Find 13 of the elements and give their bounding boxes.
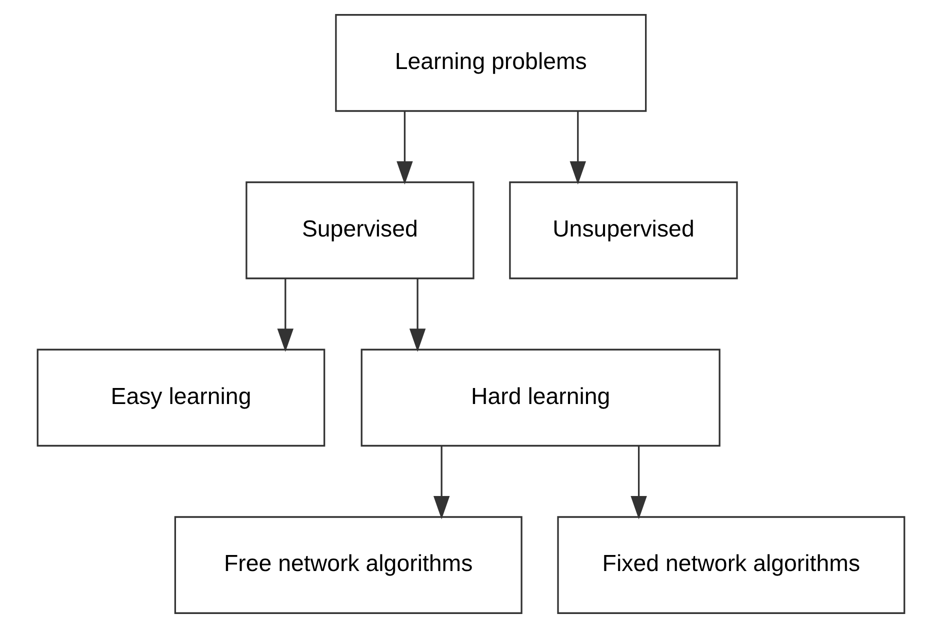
arrow [433, 446, 450, 520]
node-box: Easy learning [36, 348, 326, 447]
node-box: Learning problems [335, 14, 647, 112]
node-box: Hard learning [360, 348, 720, 447]
arrow [396, 111, 413, 184]
node-box: Supervised [246, 181, 474, 280]
arrow [409, 278, 426, 352]
node-box: Free network algorithms [174, 516, 522, 614]
arrow [570, 111, 586, 184]
arrow [277, 278, 294, 352]
arrow [630, 446, 647, 520]
node-box: Fixed network algorithms [557, 516, 906, 614]
node-box: Unsupervised [509, 181, 738, 280]
